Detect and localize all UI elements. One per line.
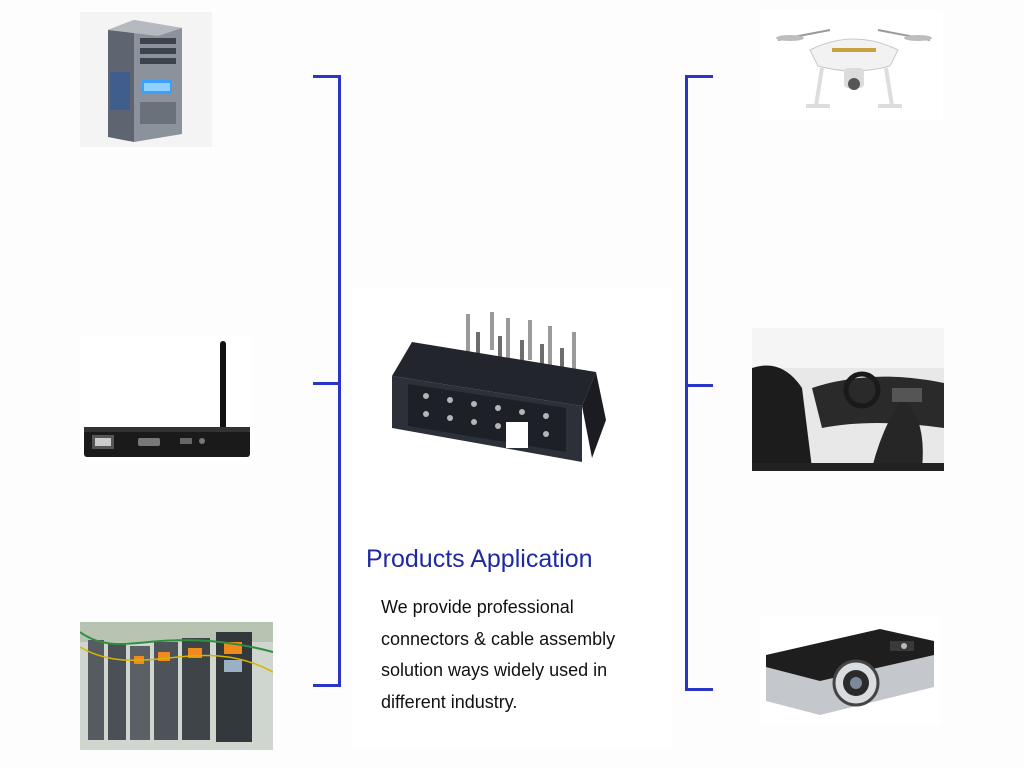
description-line: connectors & cable assembly [381,628,616,649]
right-bracket-center-tick [688,384,713,387]
right-bracket-line [685,75,713,691]
description-line: solution ways widely used in [381,660,608,680]
description-line: different industry. [381,691,518,712]
description-line: We provide professional [381,597,574,617]
drone-image [760,10,943,120]
box-header-connector-image [392,312,606,462]
car-interior-image [752,328,944,471]
wifi-router-image [80,335,252,465]
projector-image [760,615,940,725]
left-bracket-center-tick [313,382,341,385]
application-description: We provide professional connectors & cab… [381,592,651,718]
desktop-computer-image [80,12,212,147]
products-application-heading: Products Application [366,545,593,573]
industrial-inverters-image [80,622,273,750]
left-bracket-line [313,75,341,687]
